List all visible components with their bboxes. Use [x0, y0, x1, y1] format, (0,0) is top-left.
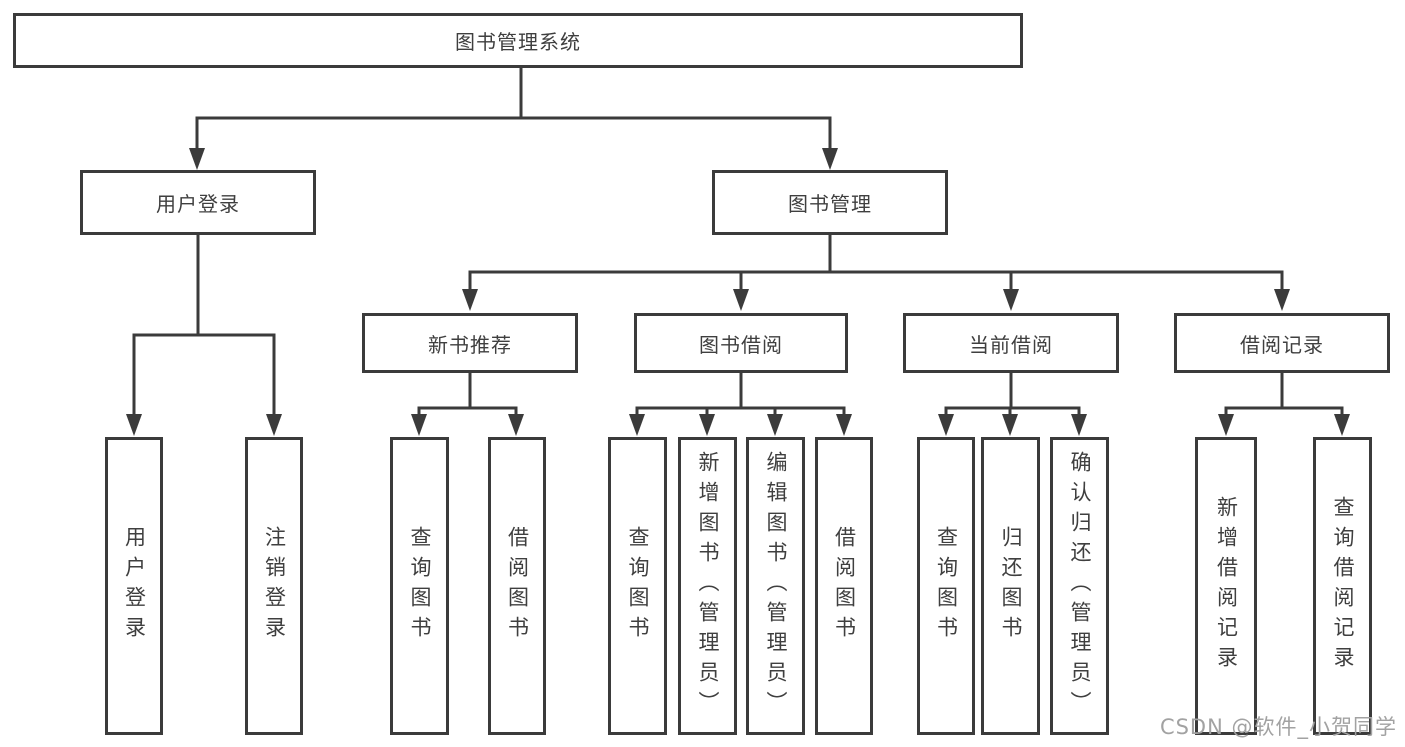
- node-user-login: 用户登录: [80, 170, 316, 235]
- leaf-label: 查询图书: [626, 526, 650, 646]
- node-borrowing-records: 借阅记录: [1174, 313, 1390, 373]
- node-library-management-system: 图书管理系统: [13, 13, 1023, 68]
- node-label: 借阅记录: [1240, 332, 1324, 357]
- node-book-management: 图书管理: [712, 170, 948, 235]
- leaf-logout: 注销登录: [245, 437, 303, 735]
- node-label: 当前借阅: [969, 332, 1053, 357]
- leaf-label: 查询图书: [408, 526, 432, 646]
- leaf-label: 编辑图书（管理员）: [764, 451, 788, 721]
- node-label: 图书管理系统: [455, 30, 581, 54]
- leaf-return-books: 归还图书: [981, 437, 1040, 735]
- watermark: CSDN @软件_小贺同学: [1159, 715, 1397, 739]
- leaf-query-books-current: 查询图书: [917, 437, 975, 735]
- node-label: 新书推荐: [428, 332, 512, 357]
- leaf-borrow-books-recommend: 借阅图书: [488, 437, 546, 735]
- leaf-query-borrow-record: 查询借阅记录: [1313, 437, 1372, 735]
- leaf-label: 查询图书: [934, 526, 959, 646]
- leaf-label: 新增图书（管理员）: [696, 451, 720, 721]
- leaf-label: 注销登录: [262, 526, 287, 646]
- leaf-label: 借阅图书: [505, 526, 530, 646]
- leaf-add-borrow-record: 新增借阅记录: [1195, 437, 1257, 735]
- leaf-confirm-return-admin: 确认归还（管理员）: [1050, 437, 1109, 735]
- leaf-label: 归还图书: [999, 526, 1023, 646]
- leaf-label: 确认归还（管理员）: [1068, 451, 1092, 721]
- leaf-label: 查询借阅记录: [1331, 496, 1355, 676]
- leaf-borrow-books-borrowing: 借阅图书: [815, 437, 873, 735]
- leaf-label: 新增借阅记录: [1214, 496, 1239, 676]
- node-label: 用户登录: [156, 192, 240, 216]
- node-book-borrowing: 图书借阅: [634, 313, 848, 373]
- node-new-book-recommendation: 新书推荐: [362, 313, 578, 373]
- node-current-borrowing: 当前借阅: [903, 313, 1119, 373]
- leaf-add-book-admin: 新增图书（管理员）: [678, 437, 737, 735]
- node-label: 图书借阅: [699, 332, 783, 357]
- leaf-query-books-recommend: 查询图书: [390, 437, 449, 735]
- leaf-label: 借阅图书: [832, 526, 857, 646]
- leaf-user-login: 用户登录: [105, 437, 163, 735]
- node-label: 图书管理: [788, 192, 872, 216]
- leaf-query-books-borrowing: 查询图书: [608, 437, 667, 735]
- leaf-edit-book-admin: 编辑图书（管理员）: [746, 437, 805, 735]
- leaf-label: 用户登录: [122, 526, 147, 646]
